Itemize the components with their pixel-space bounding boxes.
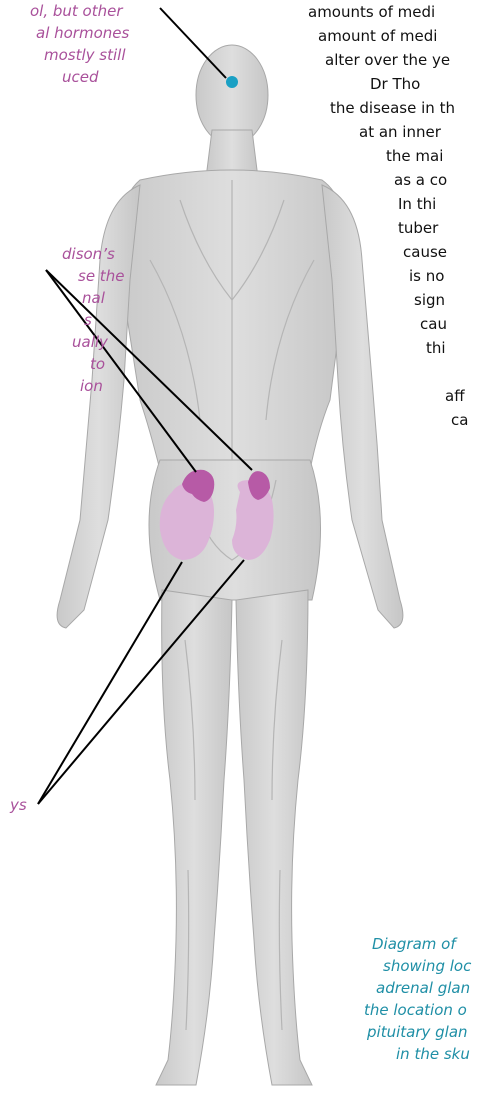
body-text-column: amounts of medi amount of medi alter ove… (0, 0, 468, 432)
leader-kidney-left (38, 562, 182, 804)
kidneys-annotation: ys (10, 794, 27, 816)
diagram-caption: Diagram of showing loc adrenal glan the … (0, 933, 471, 1065)
